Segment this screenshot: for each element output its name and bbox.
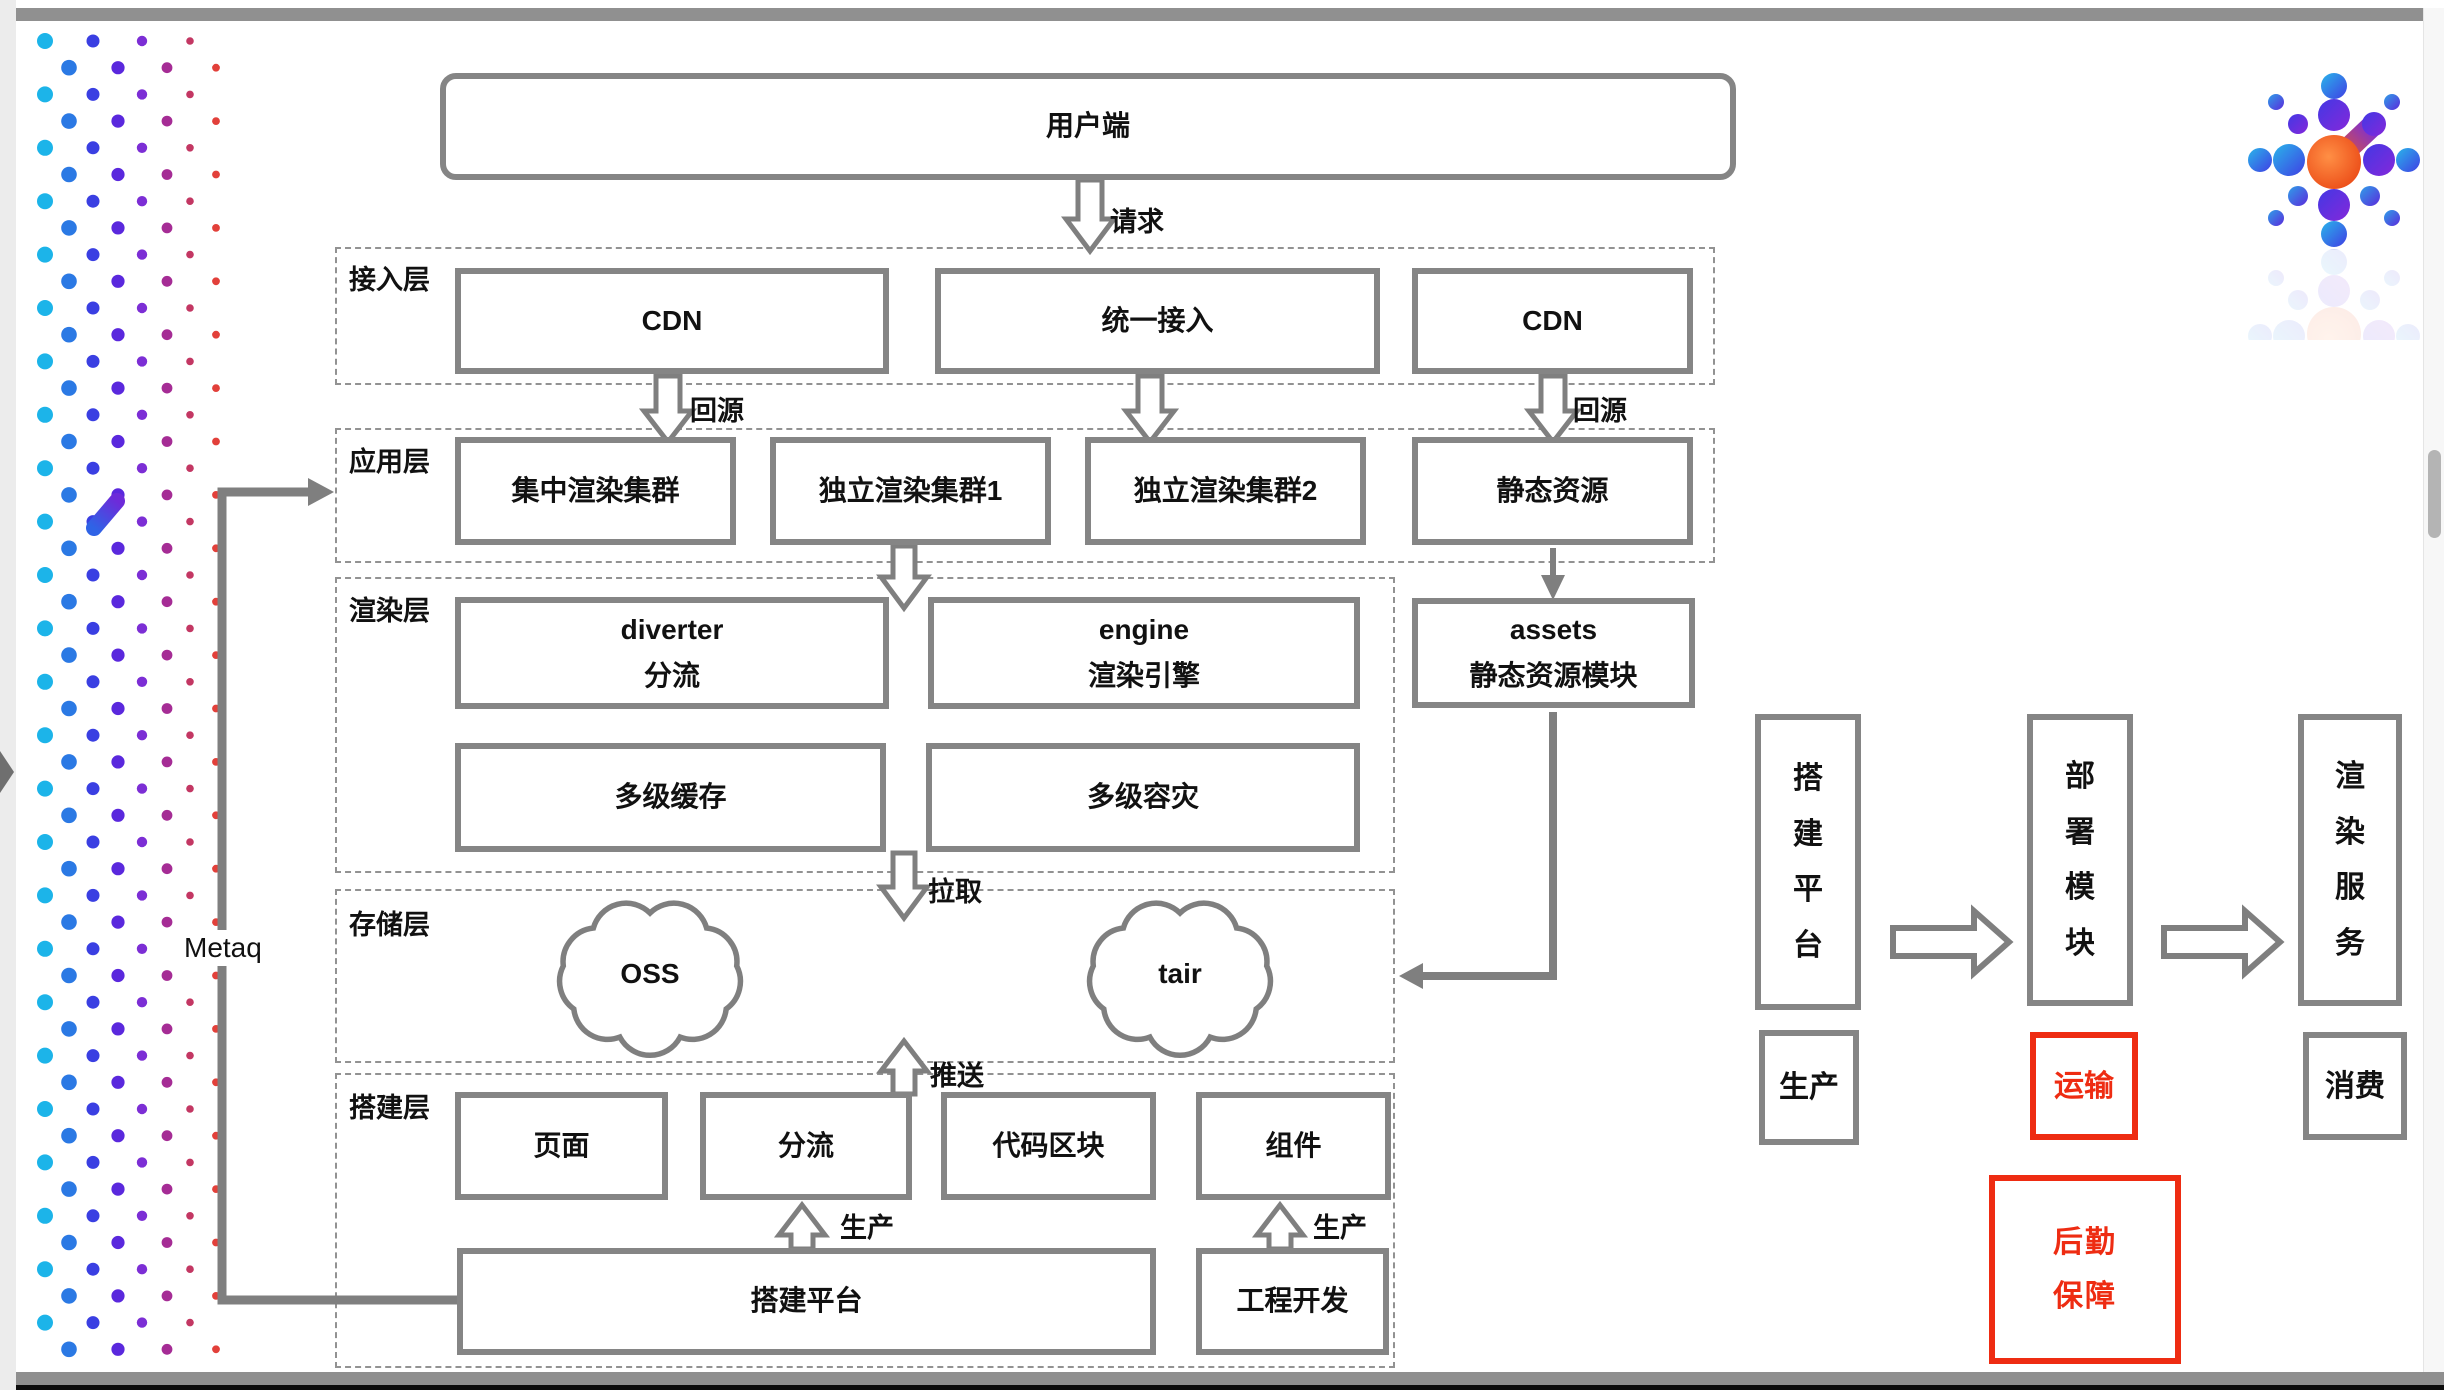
top-window-bar bbox=[16, 8, 2444, 21]
cdn-left-box: CDN bbox=[455, 268, 889, 374]
engine-en-label: engine bbox=[1098, 614, 1190, 646]
request-arrow bbox=[1061, 177, 1119, 256]
engine-zh-label: 渲染引擎 bbox=[1087, 659, 1200, 691]
application-layer-label: 应用层 bbox=[349, 447, 430, 477]
left-gutter bbox=[0, 0, 16, 1390]
access-layer-label: 接入层 bbox=[349, 265, 430, 295]
diverter-zh-label: 分流 bbox=[643, 659, 700, 691]
metaq-label: Metaq bbox=[176, 930, 270, 966]
logistics-support-label: 后勤保障 bbox=[2053, 1225, 2117, 1313]
component-box: 组件 bbox=[1196, 1092, 1391, 1200]
produce-right-label: 生产 bbox=[1313, 1213, 1367, 1243]
unified-access-box: 统一接入 bbox=[935, 268, 1380, 374]
oss-cloud-label: OSS bbox=[620, 958, 680, 989]
bottom-edge-bar bbox=[16, 1385, 2444, 1390]
assets-to-storage-line bbox=[1420, 712, 1557, 980]
logistics-support-box: 后勤保障 bbox=[1989, 1175, 2181, 1364]
diverter-en-label: diverter bbox=[620, 614, 724, 646]
independent-render-cluster2-box: 独立渲染集群2 bbox=[1085, 437, 1366, 545]
flow-arrow-1 bbox=[1890, 904, 2014, 980]
origin-right-label: 回源 bbox=[1573, 396, 1627, 426]
diverter-box: diverter 分流 bbox=[455, 597, 889, 709]
assets-in-arrowhead bbox=[1541, 575, 1565, 600]
vertical-scrollbar-track[interactable] bbox=[2423, 8, 2444, 1372]
request-label: 请求 bbox=[1110, 207, 1164, 237]
metaq-arrowhead bbox=[308, 478, 334, 506]
sidebar-expand-arrow-icon[interactable] bbox=[0, 751, 14, 793]
multi-level-failover-box: 多级容灾 bbox=[926, 743, 1360, 852]
render-layer-label: 渲染层 bbox=[349, 596, 430, 626]
stage-render-service-label: 渲染服务 bbox=[2335, 760, 2365, 960]
split-box: 分流 bbox=[700, 1092, 912, 1200]
stage-build-platform-box: 搭建平台 bbox=[1755, 714, 1861, 1010]
pull-label: 拉取 bbox=[928, 877, 982, 907]
assets-zh-label: 静态资源模块 bbox=[1469, 659, 1638, 691]
transport-box: 运输 bbox=[2030, 1032, 2138, 1140]
independent-render-cluster1-box: 独立渲染集群1 bbox=[770, 437, 1051, 545]
cdn-right-box: CDN bbox=[1412, 268, 1693, 374]
build-layer-label: 搭建层 bbox=[349, 1093, 430, 1123]
push-label: 推送 bbox=[930, 1061, 984, 1091]
molecule-logo-icon bbox=[2224, 73, 2444, 340]
central-render-cluster-box: 集中渲染集群 bbox=[455, 437, 736, 545]
stage-build-platform-label: 搭建平台 bbox=[1793, 762, 1823, 962]
dot-pattern-decoration bbox=[37, 33, 220, 1358]
stage-deploy-module-label: 部署模块 bbox=[2065, 760, 2095, 960]
bottom-window-bar bbox=[16, 1372, 2444, 1385]
engineering-dev-box: 工程开发 bbox=[1196, 1248, 1389, 1355]
access-layer-container bbox=[335, 247, 1715, 385]
produce-left-label: 生产 bbox=[840, 1213, 894, 1243]
stage-render-service-box: 渲染服务 bbox=[2298, 714, 2402, 1006]
consumer-box: 消费 bbox=[2303, 1032, 2407, 1140]
multi-level-cache-box: 多级缓存 bbox=[455, 743, 886, 852]
assets-to-storage-arrowhead bbox=[1399, 963, 1423, 989]
code-block-box: 代码区块 bbox=[941, 1092, 1156, 1200]
assets-en-label: assets bbox=[1509, 614, 1598, 646]
client-box: 用户端 bbox=[440, 73, 1736, 180]
storage-layer-label: 存储层 bbox=[349, 910, 430, 940]
page-box: 页面 bbox=[455, 1092, 668, 1200]
vertical-scrollbar-thumb[interactable] bbox=[2428, 450, 2441, 538]
static-resource-box: 静态资源 bbox=[1412, 437, 1693, 545]
origin-left-label: 回源 bbox=[690, 396, 744, 426]
build-platform-box: 搭建平台 bbox=[457, 1248, 1156, 1355]
tair-cloud-label: tair bbox=[1158, 958, 1202, 989]
producer-box: 生产 bbox=[1759, 1030, 1859, 1145]
flow-arrow-2 bbox=[2161, 904, 2285, 980]
assets-box: assets 静态资源模块 bbox=[1412, 598, 1695, 708]
stage-deploy-module-box: 部署模块 bbox=[2027, 714, 2133, 1006]
engine-box: engine 渲染引擎 bbox=[928, 597, 1360, 709]
